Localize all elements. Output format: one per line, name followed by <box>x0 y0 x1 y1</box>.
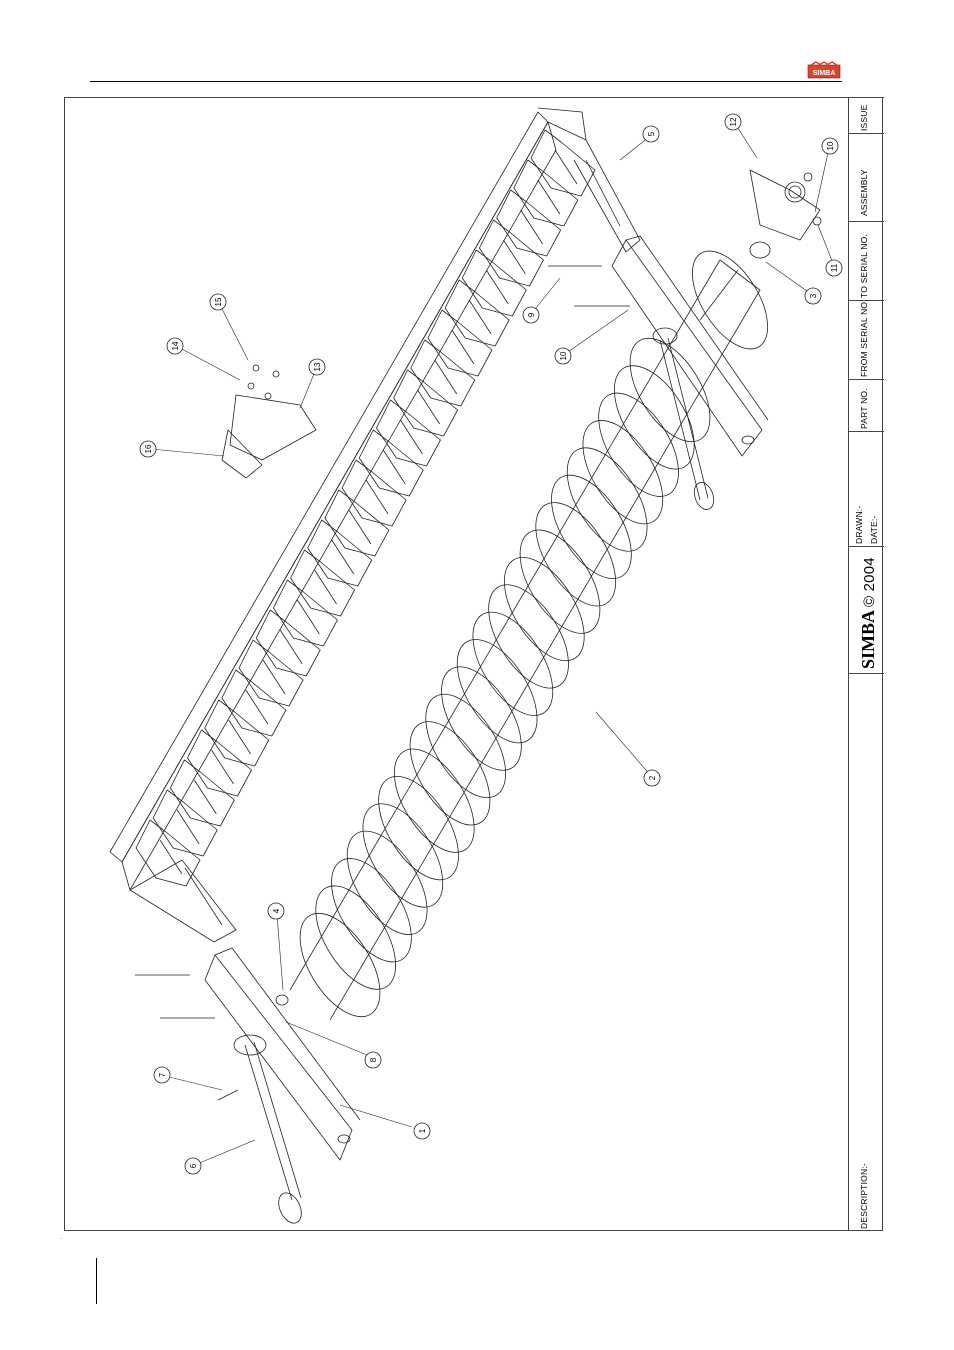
callout-4-label: 4 <box>272 908 281 913</box>
callout-10-right-label: 10 <box>826 141 835 150</box>
callout-14-label: 14 <box>171 341 180 350</box>
callout-2: 2 <box>644 770 660 786</box>
callout-8: 8 <box>365 1052 381 1068</box>
callout-5-label: 5 <box>647 131 656 136</box>
callout-6-label: 6 <box>189 1163 198 1168</box>
callout-12-label: 12 <box>729 117 738 126</box>
callout-16: 16 <box>140 441 156 457</box>
callout-3: 3 <box>805 288 821 304</box>
callout-1: 1 <box>414 1123 430 1139</box>
callout-9-label: 9 <box>527 312 536 317</box>
callout-11-label: 11 <box>830 263 839 272</box>
callout-8-label: 8 <box>369 1057 378 1062</box>
callout-12: 12 <box>725 114 741 130</box>
callout-15: 15 <box>210 294 226 310</box>
scraper-rail <box>110 108 640 942</box>
callout-1-label: 1 <box>418 1128 427 1133</box>
callout-2-label: 2 <box>648 775 657 780</box>
callout-16-label: 16 <box>144 444 153 453</box>
packer-roller <box>284 239 783 1031</box>
callout-6: 6 <box>185 1158 201 1174</box>
bearing-housing-right <box>750 170 821 258</box>
callout-10-right: 10 <box>822 138 838 154</box>
callout-7: 7 <box>154 1067 170 1083</box>
callout-4: 4 <box>268 903 284 919</box>
callout-10-left-label: 10 <box>559 351 568 360</box>
callout-9: 9 <box>523 307 539 323</box>
callout-7-label: 7 <box>158 1072 167 1077</box>
callout-15-label: 15 <box>214 297 223 306</box>
end-beam-left <box>135 948 360 1227</box>
callout-14: 14 <box>167 338 183 354</box>
callout-10-left: 10 <box>555 348 571 364</box>
scraper-blades <box>136 130 595 886</box>
end-beam-right <box>548 236 768 512</box>
callout-11: 11 <box>826 260 842 276</box>
callout-5: 5 <box>643 126 659 142</box>
callout-13: 13 <box>309 359 325 375</box>
roller-rings <box>284 325 726 1030</box>
callout-13-label: 13 <box>313 362 322 371</box>
callout-3-label: 3 <box>809 293 818 298</box>
adjuster-plate <box>222 365 316 478</box>
